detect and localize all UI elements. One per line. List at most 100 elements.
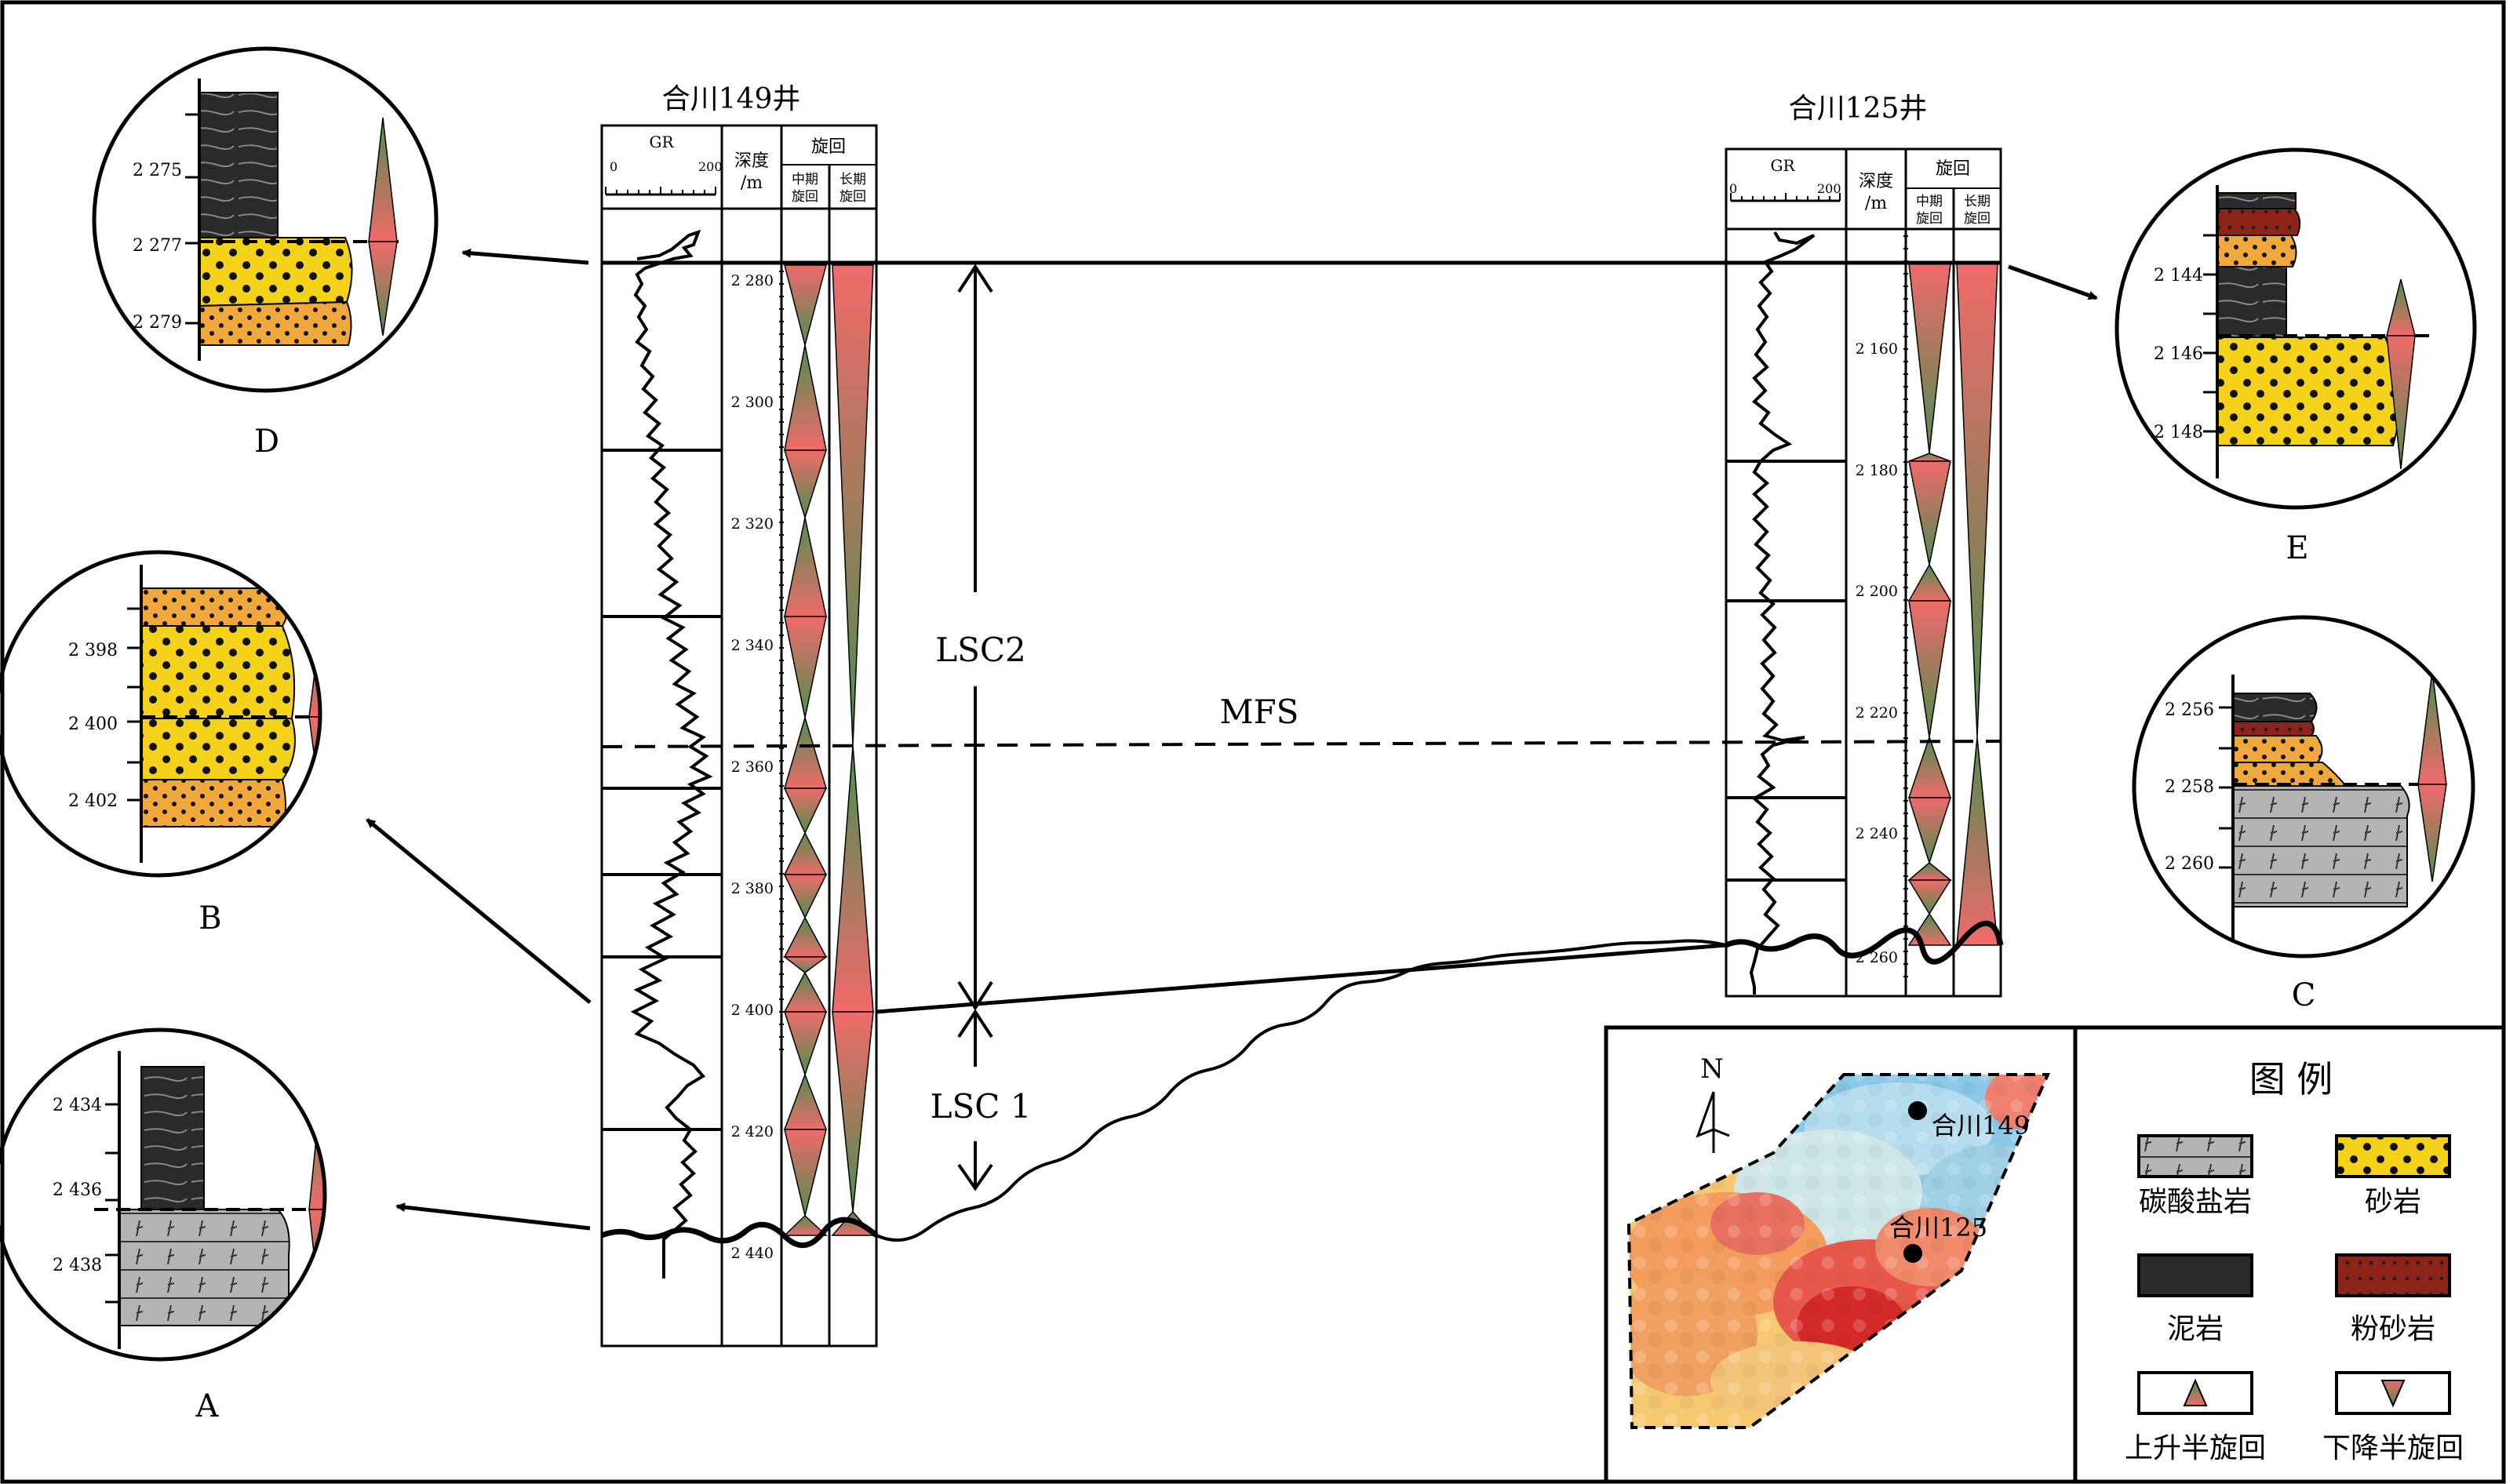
unconformity-wavy-line	[876, 939, 1727, 1242]
inset-c: 2 256 2 258 2 260 C	[2132, 615, 2475, 1013]
inset-depth: 2 258	[2165, 777, 2214, 797]
legend-swatch-mudstone	[2137, 1253, 2253, 1297]
north-label: N	[1700, 1053, 1724, 1085]
depth-tick: 2 280	[731, 272, 774, 289]
gr-log-curve-hc125	[1749, 231, 1816, 995]
depth-unit: /m	[1865, 194, 1887, 213]
inset-depth: 2 398	[68, 641, 118, 660]
lsc-boundary-line	[876, 943, 1727, 1014]
inset-depth: 2 148	[2154, 423, 2203, 442]
depth-header: 深度	[734, 151, 769, 171]
long-term-cycles-hc125	[1956, 263, 1998, 946]
gr-max: 200	[1817, 181, 1841, 196]
inset-depth: 2 438	[53, 1256, 102, 1275]
inset-depth: 2 144	[2154, 266, 2203, 286]
well-column-hc149: 合川149井 GR 0 200 深度 /m 旋回 中期 旋回 长期 旋回 2 2…	[600, 83, 878, 1348]
legend-swatch-carbonate	[2137, 1134, 2253, 1178]
sequence-arrows	[957, 264, 993, 1191]
legend-label-siltstone: 粉砂岩	[2351, 1313, 2435, 1345]
map-label-hc125: 合川125	[1889, 1213, 1987, 1242]
depth-tick: 2 180	[1856, 462, 1898, 479]
inset-depth: 2 436	[53, 1180, 102, 1200]
inset-depth: 2 400	[68, 715, 118, 734]
long-cycle-header-2: 旋回	[840, 189, 866, 205]
inset-label-d: D	[254, 424, 279, 460]
inset-label-c: C	[2292, 977, 2316, 1013]
inset-depth: 2 277	[133, 236, 182, 256]
depth-tick: 2 360	[731, 758, 774, 776]
legend-label-carbonate: 碳酸盐岩	[2139, 1186, 2252, 1218]
depth-tick: 2 160	[1856, 340, 1898, 358]
inset-depth: 2 260	[2165, 854, 2214, 874]
gr-log-curve-hc149	[630, 229, 713, 1278]
gr-label: GR	[1770, 156, 1795, 175]
long-cycle-header-2: 旋回	[1964, 211, 1991, 227]
inset-b: 2 398 2 400 2 402 B	[0, 550, 322, 937]
depth-unit: /m	[741, 173, 763, 193]
mid-term-cycles-hc149	[782, 264, 829, 1236]
inset-depth: 2 434	[53, 1096, 102, 1115]
mid-term-cycles-hc125	[1907, 263, 1953, 946]
inset-label-b: B	[199, 900, 221, 937]
inset-d: 2 275 2 277 2 279 D	[92, 46, 439, 460]
inset-label-e: E	[2286, 530, 2308, 566]
cycle-header: 旋回	[811, 137, 846, 157]
depth-tick: 2 340	[731, 637, 774, 654]
legend-label-mudstone: 泥岩	[2167, 1313, 2224, 1345]
well-title-hc125: 合川125井	[1789, 93, 1928, 125]
depth-tick: 2 440	[731, 1245, 774, 1262]
lsc1-label: LSC 1	[931, 1087, 1032, 1126]
depth-tick: 2 420	[731, 1123, 774, 1140]
long-term-cycles-hc149	[831, 264, 875, 1236]
north-arrow-icon	[1696, 1091, 1730, 1138]
lsc2-label: LSC2	[935, 631, 1026, 669]
falling-triangle-icon	[2380, 1380, 2406, 1408]
inset-depth: 2 275	[133, 161, 182, 180]
legend: 图 例 碳酸盐岩 砂岩 泥岩 粉砂岩 上升半旋回 下降半旋回	[2125, 1058, 2464, 1464]
depth-tick: 2 300	[731, 394, 774, 411]
depth-tick: 2 320	[731, 515, 774, 533]
gr-label: GR	[649, 133, 674, 151]
well-marker-hc149	[1908, 1101, 1927, 1120]
gr-min: 0	[610, 159, 617, 174]
mfs-label: MFS	[1220, 693, 1299, 731]
cycle-header: 旋回	[1936, 159, 1970, 179]
inset-a: 2 434 2 436 2 438 A	[0, 1028, 327, 1424]
depth-tick: 2 400	[731, 1002, 774, 1019]
long-cycle-header: 长期	[840, 172, 866, 187]
inset-depth: 2 256	[2165, 700, 2214, 720]
inset-label-a: A	[195, 1388, 220, 1424]
inset-depth: 2 402	[68, 791, 118, 811]
legend-swatch-sandstone	[2335, 1134, 2451, 1178]
mfs-line	[601, 740, 2002, 748]
well-marker-hc125	[1903, 1244, 1922, 1263]
inset-depth: 2 146	[2154, 344, 2203, 364]
depth-tick: 2 240	[1856, 825, 1898, 842]
gr-min: 0	[1729, 181, 1737, 196]
depth-header: 深度	[1859, 172, 1893, 191]
legend-label-sandstone: 砂岩	[2365, 1186, 2421, 1218]
legend-title: 图 例	[2249, 1058, 2333, 1100]
inset-depth: 2 279	[133, 313, 182, 333]
mid-cycle-header: 中期	[1916, 194, 1943, 209]
mid-cycle-header-2: 旋回	[792, 189, 818, 205]
well-column-hc125: 合川125井 GR 0 200 深度 /m 旋回 中期 旋回 长期 旋回 2 1…	[1725, 93, 2002, 998]
map-label-hc149: 合川149	[1932, 1111, 2030, 1140]
gr-max: 200	[698, 159, 723, 174]
depth-tick: 2 380	[731, 880, 774, 897]
legend-swatch-siltstone	[2335, 1253, 2451, 1297]
well-title-hc149: 合川149井	[662, 83, 801, 115]
correlation-lines	[600, 260, 2004, 1249]
depth-tick: 2 200	[1856, 583, 1898, 600]
map-legend-panel: N 合川149 合川125 图 例 碳酸盐岩 砂岩 泥岩 粉砂岩 上升半旋回 下…	[1604, 1025, 2506, 1484]
legend-label-rising: 上升半旋回	[2125, 1432, 2266, 1464]
mid-cycle-header: 中期	[792, 172, 818, 187]
inset-e: 2 144 2 146 2 148 E	[2114, 147, 2477, 566]
rising-triangle-icon	[2183, 1378, 2208, 1406]
depth-tick: 2 220	[1856, 704, 1898, 722]
legend-label-falling: 下降半旋回	[2322, 1432, 2464, 1464]
long-cycle-header: 长期	[1964, 194, 1991, 209]
inset-pointer-arrows	[366, 248, 2098, 1231]
